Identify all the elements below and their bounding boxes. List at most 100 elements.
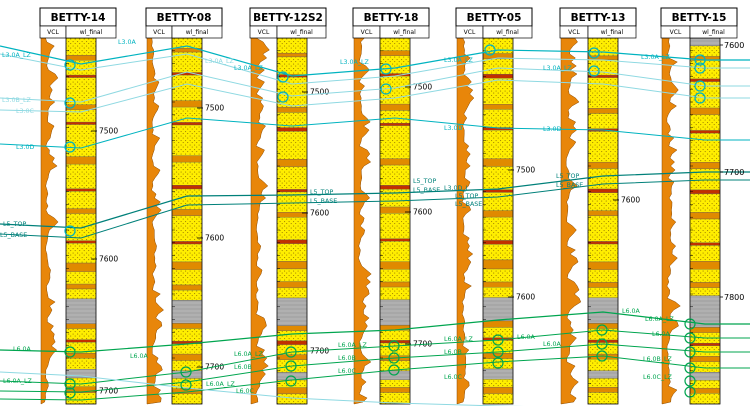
vcl-curve (146, 37, 164, 405)
lith-sand (379, 213, 411, 239)
pick-circle[interactable] (694, 80, 706, 92)
horizon-line-l6.0a_lz[interactable] (0, 329, 750, 385)
pick-circle[interactable] (588, 65, 600, 77)
pick-circle[interactable] (180, 379, 192, 391)
horizon-line-l6.0b[interactable] (0, 343, 750, 393)
pick-circle[interactable] (64, 225, 76, 237)
lith-silt (587, 323, 619, 329)
pick-circle[interactable] (277, 91, 289, 103)
pick-circle[interactable] (684, 386, 696, 398)
pick-circle[interactable] (380, 63, 392, 75)
pick-circle[interactable] (684, 375, 696, 387)
pick-circle[interactable] (484, 44, 496, 56)
lith-red-bed (587, 339, 619, 343)
lith-sand (482, 287, 514, 298)
lith-sand (379, 125, 411, 159)
horizon-label: L5_TOP (413, 178, 436, 185)
vcl-curve (456, 37, 475, 405)
lith-sand (171, 37, 203, 49)
lith-sand (171, 74, 203, 101)
horizon-label: L6.0A (130, 353, 149, 360)
horizon-label: L5_BASE (0, 232, 27, 239)
horizon-label: L3.0A_LZ (234, 65, 263, 72)
pick-circle[interactable] (285, 346, 297, 358)
lith-shale-gray (587, 370, 619, 379)
pick-circle[interactable] (492, 346, 504, 358)
pick-circle[interactable] (492, 357, 504, 369)
lith-sand (276, 344, 308, 355)
pick-circle[interactable] (492, 334, 504, 346)
horizon-label: L5_TOP (556, 173, 579, 180)
horizon-label: L3.0D (444, 125, 463, 132)
horizon-label: L5_BASE (556, 182, 583, 189)
lith-sand (689, 132, 721, 163)
lith-silt (65, 283, 97, 290)
lith-silt (65, 208, 97, 214)
lith-silt (482, 104, 514, 110)
scale-depth-label: 7800 (724, 293, 744, 302)
log-header-cell (689, 25, 738, 39)
horizon-line-l3.0a[interactable] (0, 45, 750, 77)
lith-sand (171, 243, 203, 263)
lith-silt (689, 327, 721, 333)
pick-circle[interactable] (64, 141, 76, 153)
pick-markers-layer (64, 44, 706, 399)
pick-circle[interactable] (277, 71, 289, 83)
lith-silt (689, 107, 721, 115)
pick-circle[interactable] (596, 338, 608, 350)
pick-circle[interactable] (64, 346, 76, 358)
lith-silt (482, 158, 514, 167)
curve-track-label: VCL (568, 29, 580, 36)
pick-circle[interactable] (64, 378, 76, 390)
pick-circle[interactable] (285, 360, 297, 372)
pick-circle[interactable] (388, 364, 400, 376)
lith-red-bed (587, 188, 619, 193)
horizon-line-l3.0d[interactable] (0, 117, 750, 149)
pick-circle[interactable] (684, 362, 696, 374)
lith-shale-gray (171, 300, 203, 324)
pick-circle[interactable] (588, 47, 600, 59)
lith-sand (65, 77, 97, 105)
lith-silt (379, 206, 411, 214)
pick-circle[interactable] (64, 387, 76, 399)
pick-circle[interactable] (684, 318, 696, 330)
scale-depth-label: 7700 (724, 168, 744, 177)
pick-circle[interactable] (388, 352, 400, 364)
lith-silt (379, 261, 411, 270)
lith-shale-gray (482, 297, 514, 322)
horizon-line-l5_base[interactable] (0, 179, 750, 239)
lith-sand (379, 241, 411, 262)
horizon-label: L5_BASE (455, 201, 482, 208)
pick-circle[interactable] (285, 375, 297, 387)
pick-circle[interactable] (684, 346, 696, 358)
horizon-line-l3.0b_lz[interactable] (0, 67, 750, 103)
horizon-line-l3.0a_lz[interactable] (0, 53, 750, 85)
lith-sand (171, 360, 203, 371)
depth-label: 7700 (99, 387, 118, 396)
horizon-label: L3.0C (16, 108, 35, 115)
pick-circle[interactable] (64, 97, 76, 109)
pick-circle[interactable] (694, 54, 706, 66)
lith-shale-gray (276, 297, 308, 326)
horizon-label: L6.0A (622, 308, 641, 315)
pick-circle[interactable] (380, 83, 392, 95)
horizon-line-l3.0c[interactable] (0, 79, 750, 113)
pick-circle[interactable] (64, 59, 76, 71)
lith-sand (379, 110, 411, 124)
pick-circle[interactable] (596, 350, 608, 362)
lith-red-bed (482, 189, 514, 193)
horizon-line-l5_top[interactable] (0, 171, 750, 229)
pick-circle[interactable] (694, 62, 706, 74)
horizon-line-l6.0_lz[interactable] (0, 371, 750, 406)
pick-circle[interactable] (388, 340, 400, 352)
pick-circle[interactable] (180, 366, 192, 378)
pick-circle[interactable] (596, 324, 608, 336)
pick-circle[interactable] (694, 92, 706, 104)
lith-sand (482, 78, 514, 105)
horizon-label: L6.0C (338, 368, 357, 375)
horizon-line-l6.0c[interactable] (0, 355, 750, 401)
horizon-line-l6.0a[interactable] (0, 311, 750, 353)
pick-circle[interactable] (684, 332, 696, 344)
